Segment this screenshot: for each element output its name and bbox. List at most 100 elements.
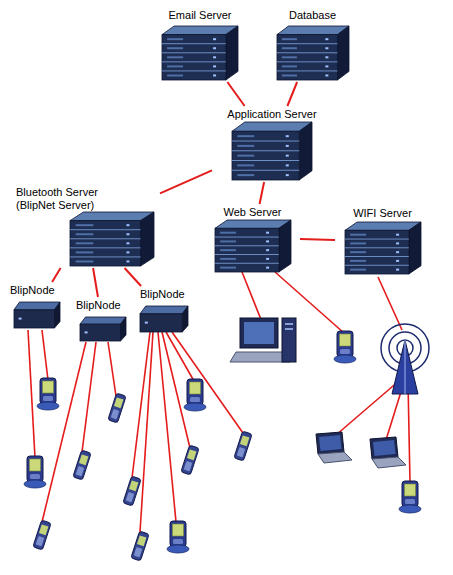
server-side [337,26,349,80]
server-slab-line [277,70,337,71]
server-led [126,260,129,262]
server-led [286,155,289,157]
server-bay [167,65,183,67]
server-slab-line [345,256,409,257]
device-wires [28,272,410,532]
server-top [70,212,154,221]
network-link [287,82,297,106]
server-label: Web Server [205,206,300,219]
server-front [277,35,337,80]
server-slab-line [345,239,409,240]
server-bay [282,65,297,67]
server-slab-line [277,52,337,53]
server-bay [237,135,254,137]
server-bay [167,47,183,49]
server-led [266,258,269,260]
blipnode-front [80,324,120,341]
network-link [160,170,212,193]
blipnode-side [54,302,60,328]
server-slab-line [162,43,226,44]
server-side [279,220,291,272]
server-led [126,224,129,226]
server-led [325,56,328,58]
server-icon [70,212,154,266]
server-bay [76,251,94,253]
server-label: BlipNode [76,299,130,312]
server-label: Bluetooth Server (BlipNet Server) [16,186,116,212]
network-link [260,182,265,204]
server-bay [237,174,254,176]
server-led [396,269,399,271]
server-box: Bluetooth Server (BlipNet Server) [12,184,160,268]
server-led [286,135,289,137]
server-bay [237,164,254,166]
server-front [232,131,299,180]
server-bay [350,269,366,271]
server-bay [350,234,366,236]
server-bay [76,233,94,235]
server-led [266,232,269,234]
server-side [141,212,154,266]
server-led [126,233,129,235]
desktop-computer [230,318,296,362]
server-slab-line [232,170,299,171]
blipnode-box: BlipNode [136,286,192,336]
server-slab-line [70,247,141,248]
server-bay [237,145,254,147]
server-led [325,38,328,40]
server-front [345,230,409,274]
server-slab-line [162,70,226,71]
server-icon [215,220,291,272]
server-bay [167,56,183,58]
server-front [70,221,141,266]
server-led [396,242,399,244]
server-top [345,222,421,230]
server-slab-line [277,43,337,44]
server-side [409,222,421,274]
server-label: Application Server [212,108,332,121]
server-led [266,240,269,242]
pda-devices [24,331,421,561]
server-slab-line [232,150,299,151]
server-slab-line [215,254,279,255]
server-bay [76,224,94,226]
blipnode-front [14,310,54,328]
server-led [286,145,289,147]
server-side [299,122,312,180]
network-link [227,82,244,106]
blipnode-icon [140,306,188,332]
server-bay [167,38,183,40]
server-slab-line [70,256,141,257]
blipnode-box: BlipNode [8,282,66,332]
server-box: Email Server [150,6,250,82]
server-led [396,251,399,253]
server-bay [282,47,297,49]
server-bay [237,155,254,157]
server-slab-line [70,229,141,230]
server-label: Database [265,9,360,22]
server-bay [282,74,297,76]
server-top [232,122,312,131]
laptops [316,432,406,468]
server-led [325,74,328,76]
server-top [277,26,349,35]
server-bay [350,242,366,244]
server-led [396,234,399,236]
blipnode-led [145,322,148,324]
blipnode-front [140,314,182,332]
server-slab-line [215,263,279,264]
server-led [325,47,328,49]
server-slab-line [215,245,279,246]
blipnode-led [19,318,22,320]
blipnode-side [120,317,126,341]
server-side [226,26,238,80]
server-box: Database [265,6,360,82]
server-led [325,65,328,67]
network-link [300,238,335,241]
blipnode-top [140,306,188,314]
network-link [52,268,60,282]
server-slab-line [345,247,409,248]
server-front [162,35,226,80]
server-led [126,251,129,253]
